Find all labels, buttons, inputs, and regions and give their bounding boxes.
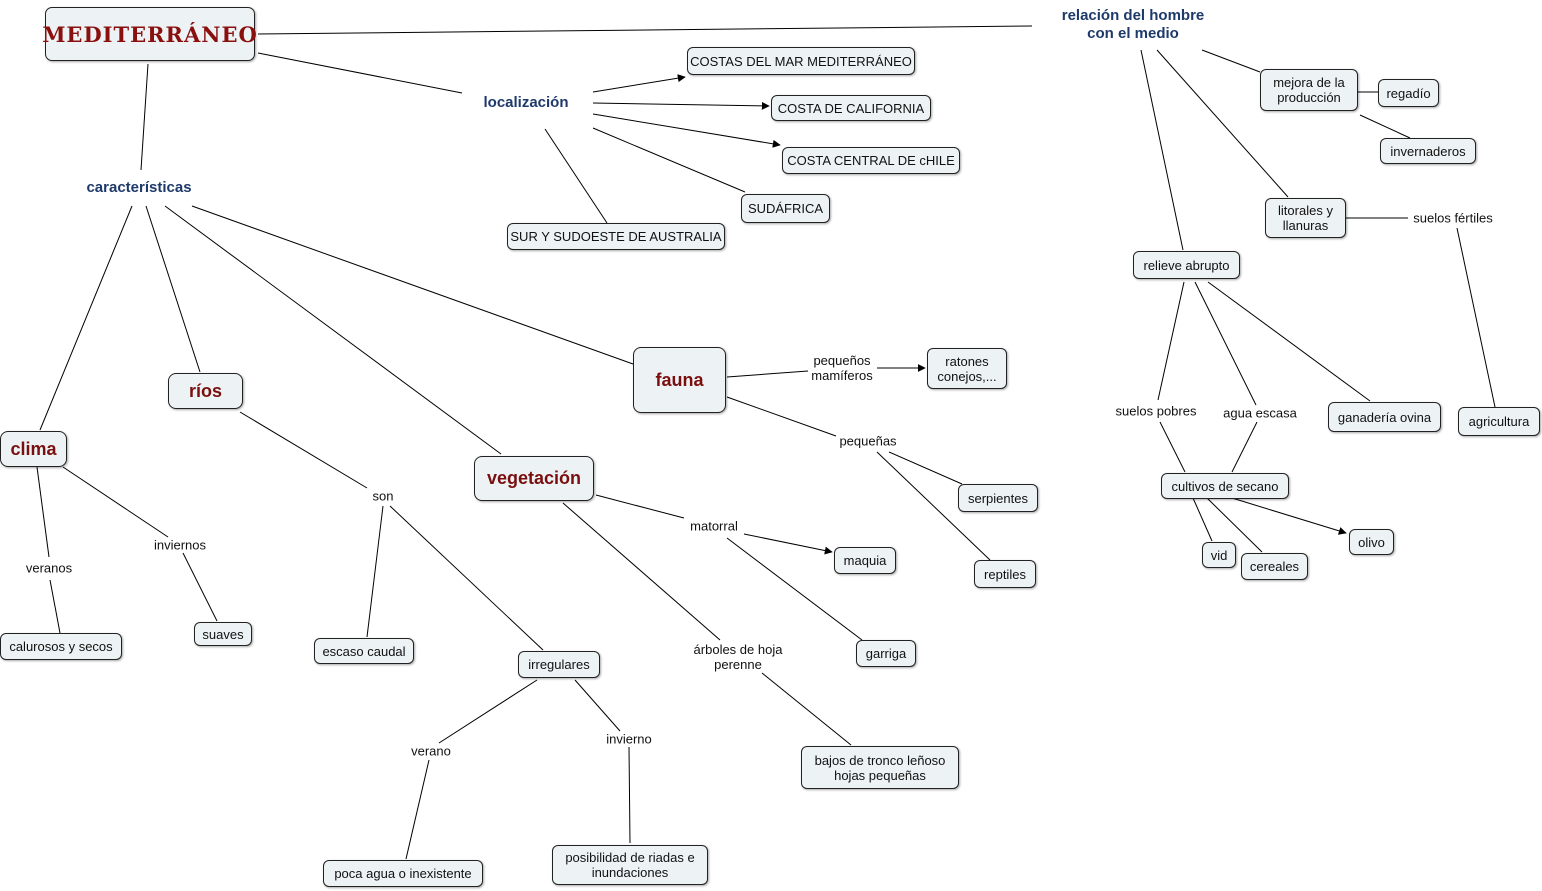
node-costa-chile[interactable]: COSTA CENTRAL DE cHILE — [782, 147, 960, 174]
link-suelospobres-cultivos — [1159, 421, 1186, 473]
node-relieve-abrupto[interactable]: relieve abrupto — [1133, 251, 1240, 279]
link-pequenas-serpientes — [888, 451, 963, 485]
label-pequenas: pequeñas — [837, 433, 899, 449]
node-calurosos-secos[interactable]: calurosos y secos — [0, 633, 122, 660]
link-matorral-garriga — [726, 537, 863, 641]
link-relieve-suelospobres — [1157, 281, 1185, 401]
link-fauna-mamiferos — [726, 370, 809, 378]
label-suelos-fertiles: suelos fértiles — [1411, 210, 1495, 226]
link-car-fauna — [191, 205, 634, 365]
node-poca-agua[interactable]: poca agua o inexistente — [323, 860, 483, 887]
link-veranos-calurosos — [49, 579, 61, 634]
node-mejora-produccion[interactable]: mejora de la producción — [1260, 69, 1358, 111]
link-son-irregulares — [389, 505, 544, 651]
node-invernaderos[interactable]: invernaderos — [1380, 138, 1476, 164]
label-son: son — [370, 488, 396, 504]
label-suelos-pobres: suelos pobres — [1113, 403, 1199, 419]
label-inviernos: inviernos — [151, 537, 209, 553]
link-loc-chile — [592, 113, 781, 148]
label-arboles-hoja-perenne: árboles de hoja perenne — [691, 642, 785, 672]
label-veranos: veranos — [23, 560, 75, 576]
node-garriga[interactable]: garriga — [856, 640, 916, 667]
link-fauna-pequenas — [726, 396, 837, 437]
link-car-clima — [39, 205, 133, 431]
node-ratones-conejos[interactable]: ratones conejos,... — [927, 348, 1007, 389]
link-relacion-relieve — [1140, 49, 1184, 251]
link-irregulares-invierno — [574, 679, 621, 732]
node-rios[interactable]: ríos — [168, 373, 243, 409]
node-ganaderia-ovina[interactable]: ganadería ovina — [1328, 402, 1441, 432]
node-bajos-tronco[interactable]: bajos de tronco leñoso hojas pequeñas — [801, 746, 959, 789]
node-clima[interactable]: clima — [0, 431, 67, 467]
link-arboles-bajos — [761, 672, 852, 746]
link-relieve-agua — [1194, 281, 1257, 406]
link-clima-veranos — [36, 466, 50, 558]
node-vegetacion[interactable]: vegetación — [474, 456, 594, 501]
node-serpientes[interactable]: serpientes — [958, 484, 1038, 512]
link-relacion-litorales — [1156, 49, 1289, 198]
link-inviernos-suaves — [182, 552, 218, 622]
link-mediterraneo-caracteristicas — [140, 63, 149, 171]
link-loc-costas — [592, 74, 686, 93]
node-sudafrica[interactable]: SUDÁFRICA — [741, 194, 830, 223]
node-irregulares[interactable]: irregulares — [518, 651, 600, 678]
link-cultivos-vid — [1192, 497, 1213, 542]
link-agua-cultivos — [1231, 421, 1258, 473]
node-cereales[interactable]: cereales — [1241, 553, 1308, 580]
link-clima-inviernos — [62, 466, 169, 538]
node-sur-australia[interactable]: SUR Y SUDOESTE DE AUSTRALIA — [507, 223, 725, 250]
link-car-rios — [145, 205, 201, 373]
link-loc-australia — [544, 128, 608, 224]
link-veg-arboles — [562, 502, 721, 641]
link-mediterraneo-localizacion — [257, 52, 463, 94]
node-reptiles[interactable]: reptiles — [974, 560, 1036, 588]
node-vid[interactable]: vid — [1202, 542, 1236, 568]
node-costa-california[interactable]: COSTA DE CALIFORNIA — [771, 95, 931, 121]
node-olivo[interactable]: olivo — [1349, 529, 1394, 555]
label-verano: verano — [409, 743, 453, 759]
node-maquia[interactable]: maquia — [834, 547, 896, 574]
link-verano-pocaagua — [405, 759, 430, 860]
link-loc-sudafrica — [592, 127, 746, 193]
link-rios-son — [239, 411, 368, 489]
link-son-escaso — [366, 505, 384, 638]
label-caracteristicas[interactable]: características — [84, 179, 194, 197]
node-posibilidad-riadas[interactable]: posibilidad de riadas e inundaciones — [552, 845, 708, 885]
label-localizacion[interactable]: localización — [481, 94, 571, 112]
node-litorales-llanuras[interactable]: litorales y llanuras — [1265, 198, 1346, 238]
link-loc-california — [592, 101, 770, 110]
link-relacion-mejora — [1201, 49, 1261, 73]
link-matorral-maquia — [743, 533, 833, 555]
link-mediterraneo-relacion — [257, 25, 1033, 35]
link-irregulares-verano — [438, 679, 538, 744]
label-relacion-hombre-medio[interactable]: relación del hombre con el medio — [1059, 7, 1207, 43]
link-pequenas-reptiles — [876, 451, 991, 561]
link-car-vegetacion — [164, 205, 502, 455]
node-fauna[interactable]: fauna — [633, 347, 726, 413]
link-relieve-ganaderia — [1207, 281, 1371, 402]
link-veg-matorral — [595, 494, 685, 519]
node-cultivos-secano[interactable]: cultivos de secano — [1161, 473, 1289, 499]
node-costas-mar[interactable]: COSTAS DEL MAR MEDITERRÁNEO — [687, 47, 915, 75]
link-suelos-agricultura — [1456, 227, 1496, 408]
link-mejora-invernaderos — [1359, 114, 1411, 139]
label-matorral: matorral — [688, 518, 740, 534]
label-invierno: invierno — [604, 731, 654, 747]
node-agricultura[interactable]: agricultura — [1458, 407, 1540, 436]
node-escaso-caudal[interactable]: escaso caudal — [314, 638, 414, 664]
link-invierno-riadas — [628, 746, 631, 844]
link-cultivos-cereales — [1206, 497, 1263, 553]
label-pequenos-mamiferos: pequeños mamíferos — [809, 353, 875, 383]
node-mediterraneo[interactable]: MEDITERRÁNEO — [42, 7, 257, 61]
node-regadio[interactable]: regadío — [1378, 79, 1439, 107]
link-cultivos-olivo — [1231, 497, 1347, 535]
label-agua-escasa: agua escasa — [1221, 405, 1299, 421]
node-suaves[interactable]: suaves — [194, 622, 252, 646]
